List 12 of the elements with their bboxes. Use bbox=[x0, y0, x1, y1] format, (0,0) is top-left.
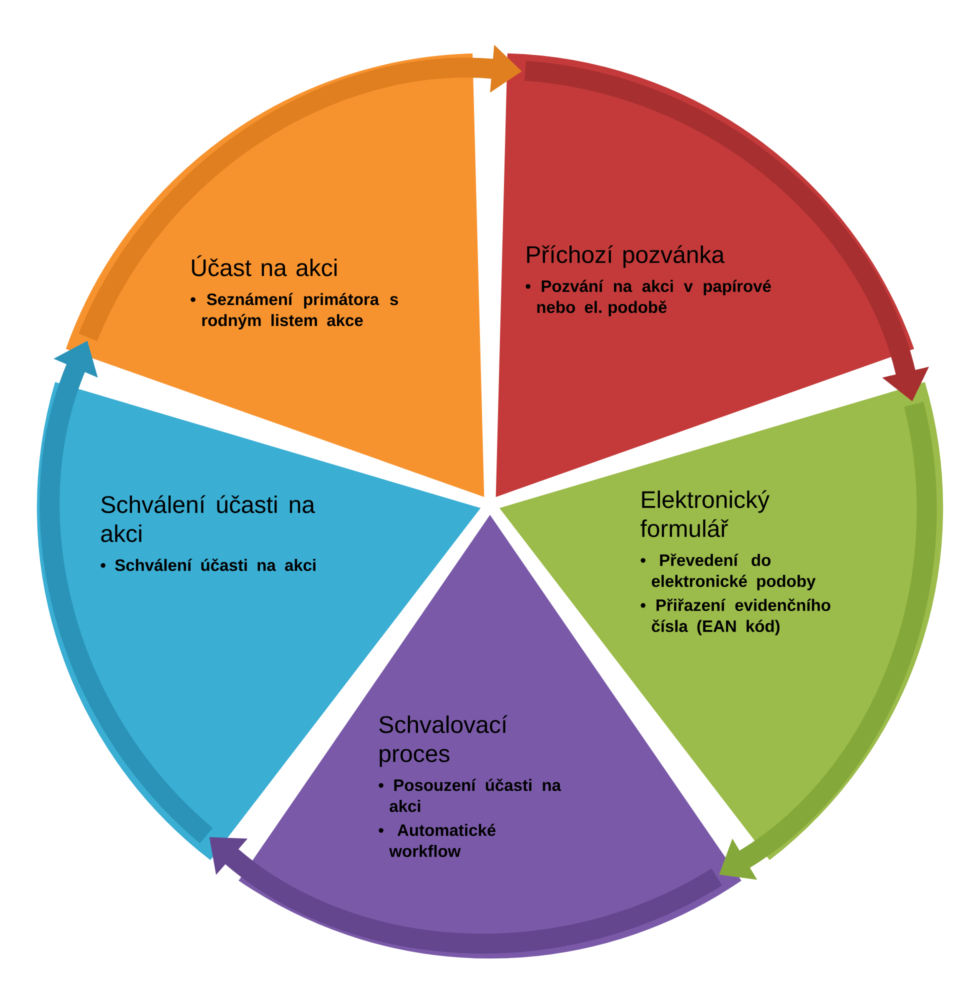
bullet-item: • Převedení do elektronické podoby bbox=[640, 554, 816, 590]
bullet-item: • Posouzení účasti na akci bbox=[378, 778, 562, 812]
segment-heading: Účast na akci bbox=[192, 255, 337, 276]
bullet-item: • Pozvání na akci v papírové nebo el. podobě bbox=[526, 280, 771, 316]
segment-heading: Elektronický formulář bbox=[640, 490, 770, 538]
segment-heading: Schvalovací proces bbox=[379, 715, 508, 767]
bullet-item: • Schválení účasti na akci bbox=[100, 558, 316, 572]
bullet-item: • Automatické workflow bbox=[378, 824, 496, 858]
bullet-item: • Seznámení primátora s rodným listem akce bbox=[190, 292, 398, 330]
segment-heading: Schválení účasti na akci bbox=[101, 495, 315, 542]
segment-heading: Příchozí pozvánka bbox=[527, 245, 725, 268]
bullet-item: • Přiřazení evidenčního čísla (EAN kód) bbox=[640, 598, 830, 636]
